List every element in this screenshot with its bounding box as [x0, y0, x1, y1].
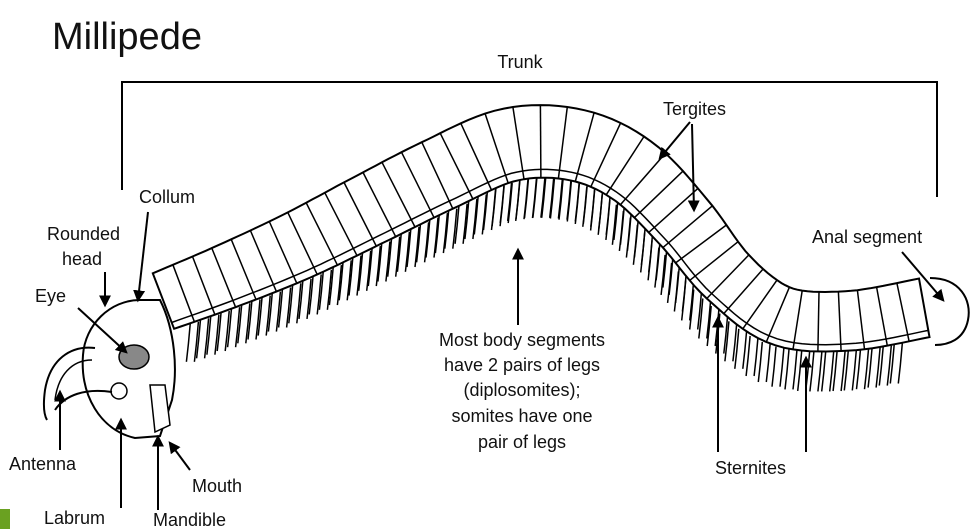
leg	[655, 248, 659, 288]
body-segment-divider	[540, 105, 541, 178]
antenna-label: Antenna	[9, 454, 77, 474]
leg	[606, 200, 610, 240]
leg	[626, 218, 630, 258]
leg	[516, 179, 520, 219]
leg	[492, 186, 496, 226]
anal-segment-label: Anal segment	[812, 227, 922, 247]
mandible-label: Mandible	[153, 510, 226, 529]
leg	[598, 195, 602, 235]
leg-note: Most body segments have 2 pairs of legs …	[439, 330, 605, 452]
note-line: pair of legs	[478, 432, 566, 452]
leg	[754, 336, 758, 376]
tergites-arrow-1	[660, 122, 690, 158]
diagram-title: Millipede	[52, 16, 202, 58]
leg	[780, 347, 784, 387]
collum-arrow	[138, 212, 148, 300]
rounded-head-label-line2: head	[62, 249, 102, 269]
labrum-label: Labrum	[44, 508, 105, 528]
leg	[533, 178, 537, 218]
leg	[898, 344, 902, 384]
accent-bar	[0, 509, 10, 529]
leg	[766, 342, 770, 382]
leg	[758, 342, 762, 382]
leg	[743, 329, 747, 369]
millipede-head	[44, 300, 175, 438]
leg	[575, 184, 579, 224]
sternites-label: Sternites	[715, 458, 786, 478]
note-line: somites have one	[451, 406, 592, 426]
eye-label: Eye	[35, 286, 66, 306]
leg	[793, 349, 797, 389]
leg	[798, 351, 802, 391]
leg	[186, 322, 190, 362]
leg	[619, 211, 623, 251]
leg	[583, 187, 587, 227]
note-line: have 2 pairs of legs	[444, 355, 600, 375]
leg	[822, 351, 826, 391]
leg	[648, 240, 652, 280]
leg	[641, 232, 645, 272]
trunk-label: Trunk	[497, 52, 543, 72]
rounded-head-label-line1: Rounded	[47, 224, 120, 244]
anal-segment-shape	[930, 278, 969, 345]
mouth-arrow	[170, 443, 190, 470]
leg	[682, 280, 686, 320]
leg	[785, 349, 789, 389]
tergites-label: Tergites	[663, 99, 726, 119]
leg	[567, 182, 571, 222]
leg	[772, 347, 776, 387]
leg	[857, 349, 861, 389]
note-line: Most body segments	[439, 330, 605, 350]
leg	[852, 350, 856, 390]
leg	[746, 336, 750, 376]
leg	[818, 351, 822, 391]
leg	[633, 225, 637, 265]
leg	[591, 191, 595, 231]
leg	[525, 178, 529, 218]
collum-label: Collum	[139, 187, 195, 207]
mouth-label: Mouth	[192, 476, 242, 496]
note-line: (diplosomites);	[463, 380, 580, 400]
leg	[674, 272, 678, 312]
leg	[810, 351, 814, 391]
leg	[500, 183, 504, 223]
